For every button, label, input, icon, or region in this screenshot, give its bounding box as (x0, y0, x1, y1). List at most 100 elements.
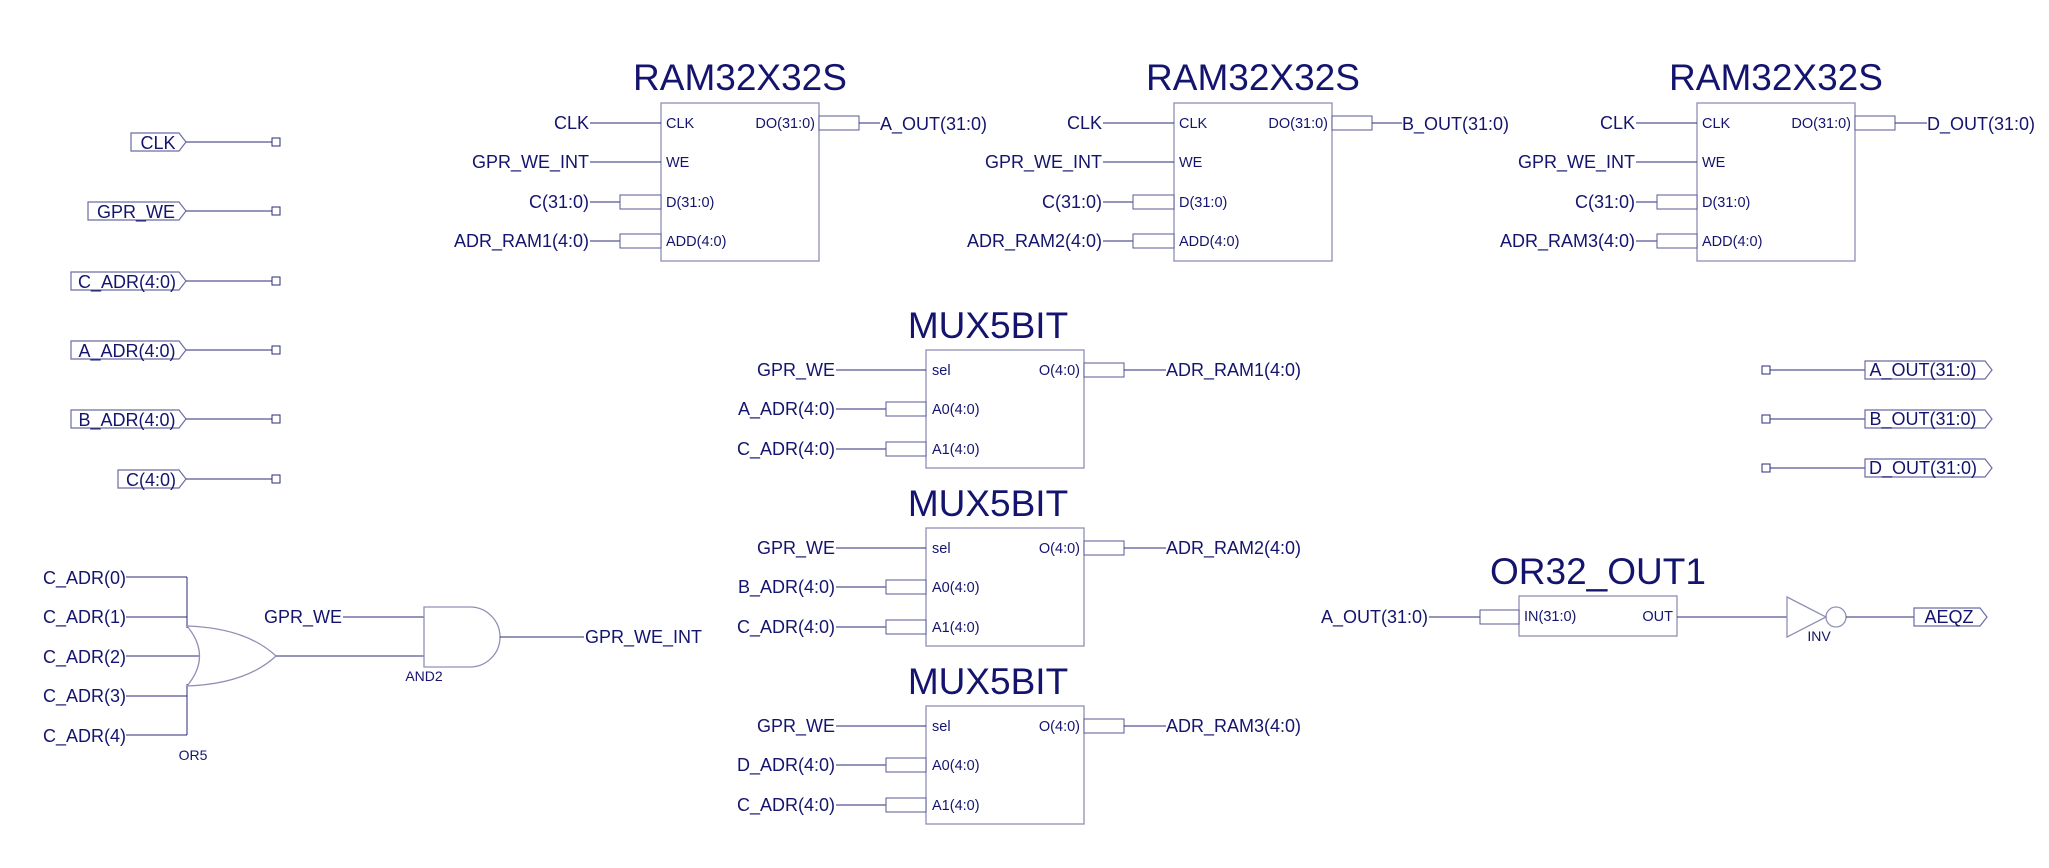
ram-3-pin-add: ADD(4:0) (1702, 234, 1762, 250)
or5-gate-body (185, 625, 277, 687)
output-port-aeqz[interactable]: AEQZ (1913, 607, 1988, 627)
mux-1-pin-a1: A1(4:0) (932, 442, 980, 458)
or5-gate-label: OR5 (179, 747, 208, 763)
ram-1-clk-net: CLK (554, 113, 589, 133)
ram-1-pin-do: DO(31:0) (755, 116, 815, 132)
input-port-gpr-we-terminal (271, 206, 281, 216)
ram-2-out-net: B_OUT(31:0) (1402, 114, 1509, 135)
ram-3-pin-we: WE (1702, 155, 1726, 171)
input-port-a-adr-label: A_ADR(4:0) (78, 341, 175, 362)
ram-2-we-net: GPR_WE_INT (985, 152, 1102, 173)
mux-2-a1-net: C_ADR(4:0) (737, 617, 835, 638)
and2-input-label: GPR_WE (264, 607, 342, 628)
and2-gate[interactable]: GPR_WE GPR_WE_INT AND2 (264, 606, 702, 684)
input-port-b-adr-label: B_ADR(4:0) (78, 410, 175, 431)
ram-1-pin-clk: CLK (666, 116, 695, 132)
input-port-c-label: C(4:0) (126, 470, 176, 490)
output-port-a-out-label: A_OUT(31:0) (1869, 360, 1976, 381)
mux-2-out-net: ADR_RAM2(4:0) (1166, 538, 1301, 559)
mux-1-out-net: ADR_RAM1(4:0) (1166, 360, 1301, 381)
input-port-clk-label: CLK (140, 133, 175, 153)
input-port-a-adr-terminal (271, 345, 281, 355)
or5-input-1-label: C_ADR(1) (43, 607, 126, 628)
ram-2-pin-do: DO(31:0) (1268, 116, 1328, 132)
ram-2-addr-net: ADR_RAM2(4:0) (967, 231, 1102, 252)
output-port-b-out-terminal (1761, 414, 1771, 424)
ram-3-body (1696, 102, 1856, 262)
ram-3-addr-net: ADR_RAM3(4:0) (1500, 231, 1635, 252)
and2-gate-label: AND2 (405, 668, 443, 684)
ram-1-pin-we: WE (666, 155, 690, 171)
ram-3-title: RAM32X32S (1669, 57, 1883, 98)
mux-3-a1-net: C_ADR(4:0) (737, 795, 835, 816)
mux-1-a0-net: A_ADR(4:0) (738, 399, 835, 420)
output-port-b-out-label: B_OUT(31:0) (1869, 409, 1976, 430)
output-port-a-out[interactable]: A_OUT(31:0) (1761, 360, 1993, 381)
ram-3-we-net: GPR_WE_INT (1518, 152, 1635, 173)
input-port-clk[interactable]: CLK (130, 132, 281, 153)
input-port-c-terminal (271, 474, 281, 484)
ram-3-pin-d: D(31:0) (1702, 195, 1750, 211)
ram-3-out-net: D_OUT(31:0) (1927, 114, 2035, 135)
mux-3-title: MUX5BIT (908, 661, 1068, 702)
ram-2-pin-we: WE (1179, 155, 1203, 171)
mux-2-sel-net: GPR_WE (757, 538, 835, 559)
input-port-c-adr[interactable]: C_ADR(4:0) (70, 271, 281, 293)
ram-1-body (660, 102, 820, 262)
mux-3-pin-a1: A1(4:0) (932, 798, 980, 814)
ram-block-1[interactable]: RAM32X32S CLK GPR_WE_INT C(31:0) ADR_RAM… (454, 57, 987, 262)
mux-1-pin-o: O(4:0) (1039, 363, 1080, 379)
or32-pin-out: OUT (1642, 609, 1673, 625)
mux-1-sel-net: GPR_WE (757, 360, 835, 381)
mux-3-pin-a0: A0(4:0) (932, 758, 980, 774)
ram-2-pin-clk: CLK (1179, 116, 1208, 132)
or5-input-3-label: C_ADR(3) (43, 686, 126, 707)
output-port-aeqz-label: AEQZ (1924, 607, 1973, 627)
ram-1-pin-d: D(31:0) (666, 195, 714, 211)
mux-block-1[interactable]: MUX5BIT GPR_WE A_ADR(4:0) C_ADR(4:0) sel… (737, 305, 1301, 469)
input-port-a-adr[interactable]: A_ADR(4:0) (70, 340, 281, 362)
mux-2-pin-o: O(4:0) (1039, 541, 1080, 557)
or5-gate[interactable]: C_ADR(0) C_ADR(1) C_ADR(2) C_ADR(3) C_AD… (43, 568, 277, 763)
input-port-c[interactable]: C(4:0) (117, 469, 281, 490)
input-port-b-adr-terminal (271, 414, 281, 424)
mux-2-pin-a0: A0(4:0) (932, 580, 980, 596)
or5-input-4-label: C_ADR(4) (43, 726, 126, 747)
ram-3-pin-do: DO(31:0) (1791, 116, 1851, 132)
ram-2-title: RAM32X32S (1146, 57, 1360, 98)
and2-gate-body (423, 606, 501, 668)
mux-2-pin-sel: sel (932, 541, 951, 557)
ram-block-3[interactable]: RAM32X32S CLK GPR_WE_INT C(31:0) ADR_RAM… (1500, 57, 2035, 262)
ram-1-title: RAM32X32S (633, 57, 847, 98)
ram-1-pin-add: ADD(4:0) (666, 234, 726, 250)
input-port-b-adr[interactable]: B_ADR(4:0) (70, 409, 281, 431)
ram-1-addr-net: ADR_RAM1(4:0) (454, 231, 589, 252)
ram-1-we-net: GPR_WE_INT (472, 152, 589, 173)
input-port-gpr-we-label: GPR_WE (97, 202, 175, 223)
ram-1-data-net: C(31:0) (529, 192, 589, 212)
output-port-d-out-terminal (1761, 463, 1771, 473)
input-port-c-adr-terminal (271, 276, 281, 286)
ram-block-2[interactable]: RAM32X32S CLK GPR_WE_INT C(31:0) ADR_RAM… (967, 57, 1509, 262)
mux-3-pin-sel: sel (932, 719, 951, 735)
or32-input-net: A_OUT(31:0) (1321, 607, 1428, 628)
and2-output-label: GPR_WE_INT (585, 627, 702, 648)
mux-1-pin-a0: A0(4:0) (932, 402, 980, 418)
mux-block-2[interactable]: MUX5BIT GPR_WE B_ADR(4:0) C_ADR(4:0) sel… (737, 483, 1301, 647)
mux-2-a0-net: B_ADR(4:0) (738, 577, 835, 598)
mux-1-a1-net: C_ADR(4:0) (737, 439, 835, 460)
mux-2-title: MUX5BIT (908, 483, 1068, 524)
inverter[interactable]: INV (1786, 595, 1914, 644)
ram-3-pin-clk: CLK (1702, 116, 1731, 132)
or32-block[interactable]: OR32_OUT1 A_OUT(31:0) IN(31:0) OUT (1321, 551, 1787, 637)
mux-3-out-net: ADR_RAM3(4:0) (1166, 716, 1301, 737)
inverter-body (1786, 595, 1828, 639)
mux-3-sel-net: GPR_WE (757, 716, 835, 737)
input-port-gpr-we[interactable]: GPR_WE (87, 201, 281, 223)
ram-1-out-net: A_OUT(31:0) (880, 114, 987, 135)
ram-3-clk-net: CLK (1600, 113, 1635, 133)
mux-block-3[interactable]: MUX5BIT GPR_WE D_ADR(4:0) C_ADR(4:0) sel… (737, 661, 1301, 825)
output-port-b-out[interactable]: B_OUT(31:0) (1761, 409, 1993, 430)
output-port-d-out[interactable]: D_OUT(31:0) (1761, 458, 1993, 479)
